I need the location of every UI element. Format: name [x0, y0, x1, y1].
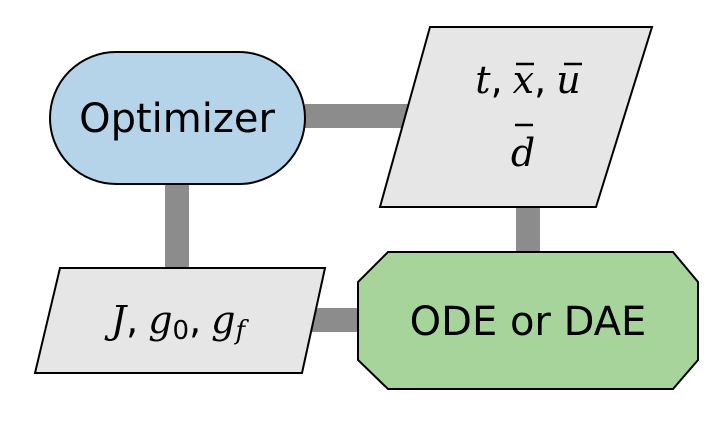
connector-optimizer-inputs: [305, 104, 415, 128]
connectors: [165, 104, 540, 332]
optimizer-label: Optimizer: [79, 96, 275, 142]
inputs-line-2: d: [511, 131, 535, 175]
inputs-sep-2: ,: [534, 58, 546, 102]
objectives-g0: g: [148, 298, 172, 342]
objectives-sub-0: 0: [173, 316, 190, 346]
inputs-sep-1: ,: [491, 58, 503, 102]
inputs-u: u: [556, 58, 580, 102]
objectives-sep-2: ,: [189, 298, 201, 342]
connector-optimizer-objectives: [165, 184, 189, 270]
inputs-shape: [378, 26, 654, 208]
inputs-node: t,x,u d: [378, 26, 654, 208]
inputs-x: x: [513, 58, 534, 102]
objectives-gf: g: [211, 298, 235, 342]
inputs-t: t: [475, 58, 491, 102]
optimizer-shape: [49, 51, 306, 185]
model-node: ODE or DAE: [357, 251, 699, 390]
model-shape: [357, 251, 699, 390]
optimizer-node: Optimizer: [49, 51, 306, 185]
inputs-d: d: [511, 131, 535, 175]
objectives-shape: [33, 267, 327, 374]
objectives-node: J,g0,gf: [33, 267, 327, 374]
inputs-line-1: t,x,u: [475, 58, 580, 102]
connector-inputs-model: [516, 205, 540, 257]
model-label: ODE or DAE: [410, 299, 647, 345]
objectives-sep-1: ,: [126, 298, 138, 342]
